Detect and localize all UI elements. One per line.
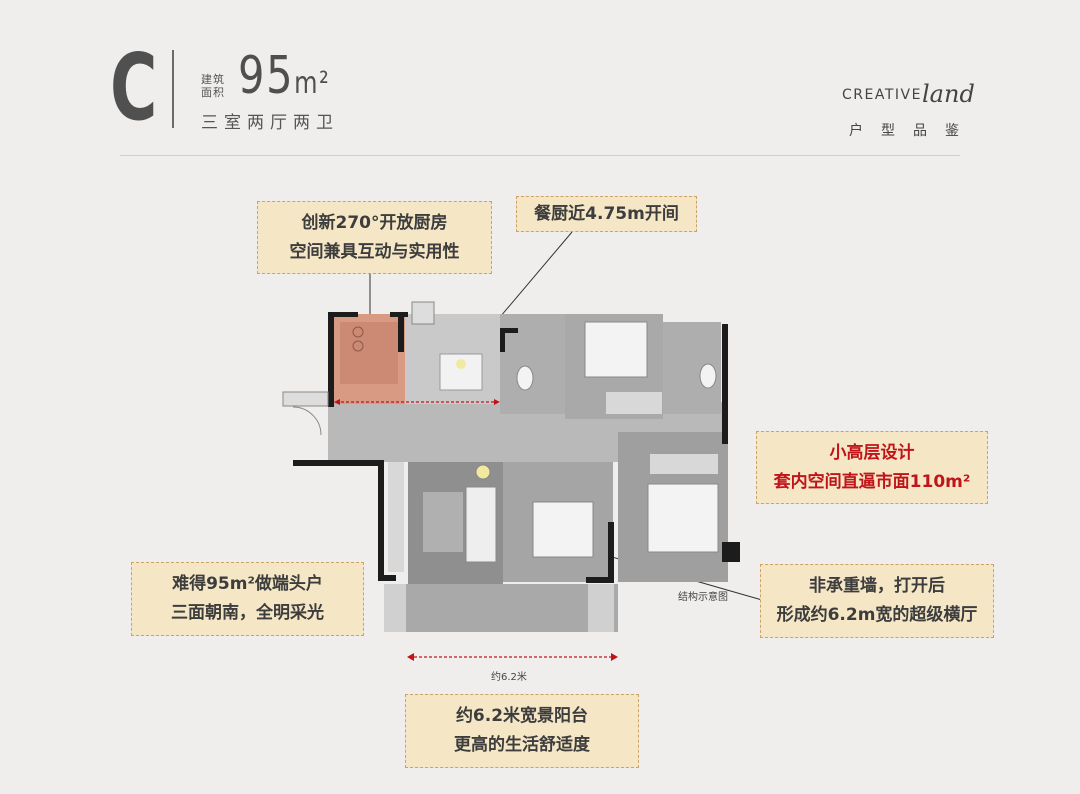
callout-wall-line1: 非承重墙，打开后 [809,576,945,596]
area-number: 95 [238,46,295,106]
header-rule [120,155,960,156]
callout-end-unit: 难得95m²做端头户 三面朝南，全明采光 [131,562,364,636]
plan-stamp: 结构示意图 [678,590,728,603]
callout-highrise-line1: 小高层设计 [829,442,915,463]
callout-kitchen-line1: 创新270°开放厨房 [301,212,448,233]
callout-end-unit-line2: 三面朝南，全明采光 [171,603,324,623]
callout-dining: 餐厨近4.75m开间 [516,196,697,232]
unit-type-letter: C [110,34,158,141]
callout-dining-text: 餐厨近4.75m开间 [534,203,679,224]
floor-plan: 结构示意图 [282,301,740,632]
balcony-dimension [407,653,618,661]
layout-description: 三室两厅两卫 [201,113,339,133]
callout-balcony-line1: 约6.2米宽景阳台 [455,706,589,726]
area-value: 95m² [238,46,330,114]
callout-balcony-line2: 更高的生活舒适度 [454,735,590,755]
area-label: 建筑面积 [201,73,225,99]
callout-kitchen-line2: 空间兼具互动与实用性 [289,241,460,262]
brand-name: CREATIVE [842,87,922,103]
callout-balcony: 约6.2米宽景阳台 更高的生活舒适度 [405,694,639,768]
area-unit: m² [294,66,331,101]
balcony [398,584,618,632]
callout-highrise: 小高层设计 套内空间直逼市面110m² [756,431,988,504]
brand-subtitle: 户型品鉴 [849,123,977,139]
callout-wall-line2: 形成约6.2m宽的超级横厅 [776,605,978,625]
header-divider [172,50,174,128]
callout-highrise-line2: 套内空间直逼市面110m² [773,471,971,492]
balcony-dimension-label: 约6.2米 [491,672,527,683]
callout-end-unit-line1: 难得95m²做端头户 [172,574,323,594]
callout-wall: 非承重墙，打开后 形成约6.2m宽的超级横厅 [760,564,994,638]
brand-script: land [922,80,975,108]
callout-kitchen: 创新270°开放厨房 空间兼具互动与实用性 [257,201,492,274]
